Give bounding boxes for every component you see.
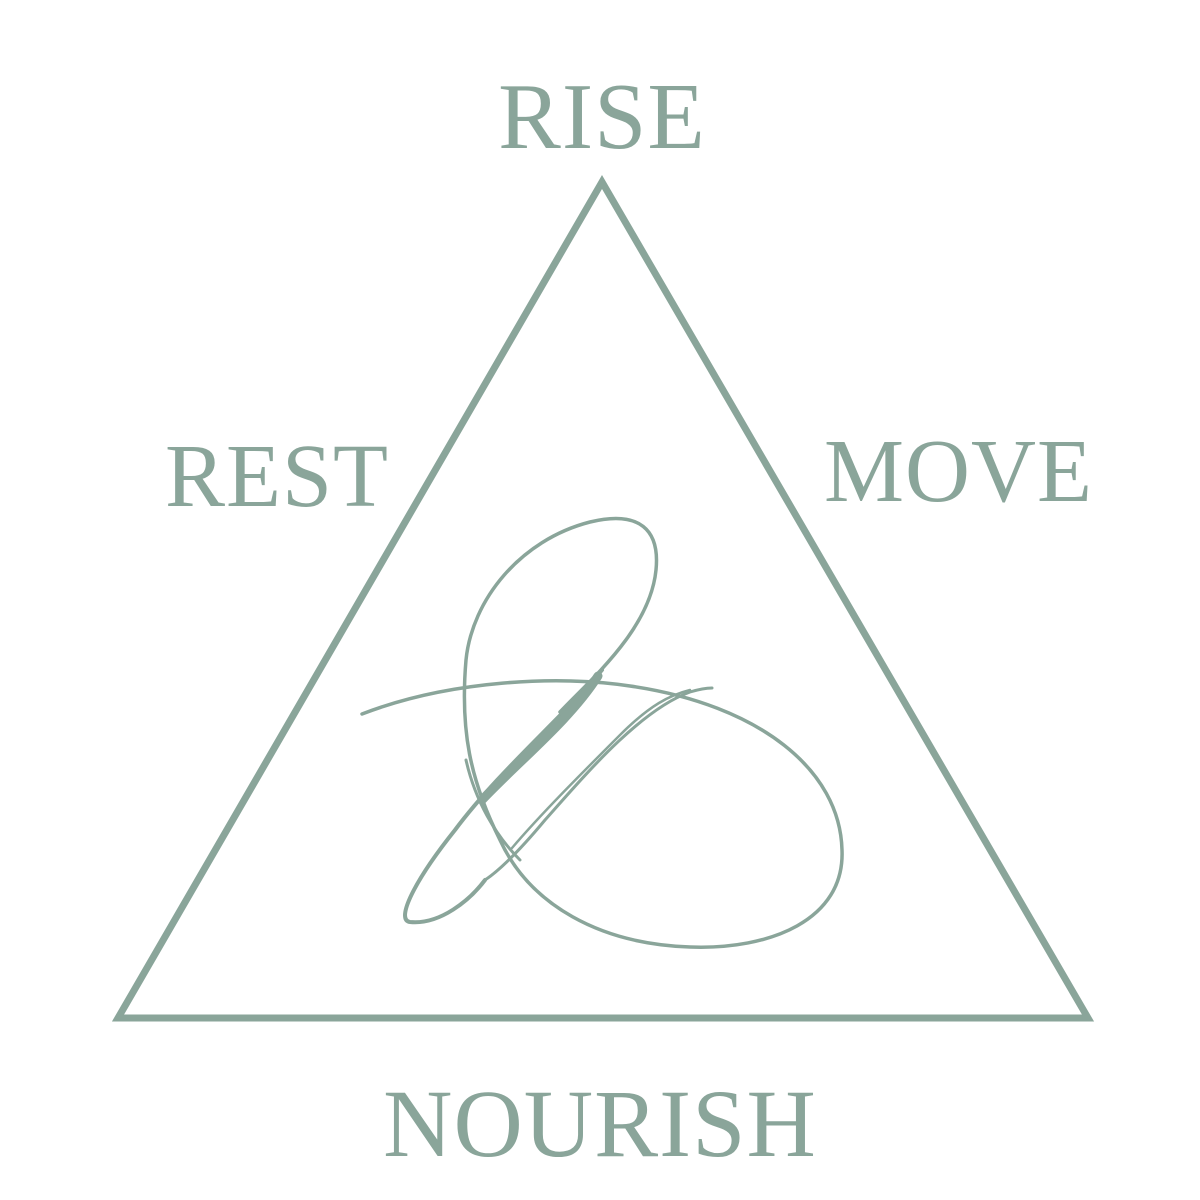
monogram-swash <box>403 668 604 925</box>
monogram-lower-arc <box>464 758 522 862</box>
monogram-tail <box>510 688 692 850</box>
triangle-outline <box>111 175 1095 1022</box>
label-move: MOVE <box>824 422 1093 521</box>
label-nourish: NOURISH <box>383 1070 817 1177</box>
ampersand-script-icon <box>360 516 844 949</box>
label-rise: RISE <box>498 65 706 169</box>
monogram-crossbar <box>360 516 844 949</box>
monogram-loop <box>483 686 714 882</box>
label-rest: REST <box>165 427 390 526</box>
monogram-swash-thick <box>477 671 603 805</box>
